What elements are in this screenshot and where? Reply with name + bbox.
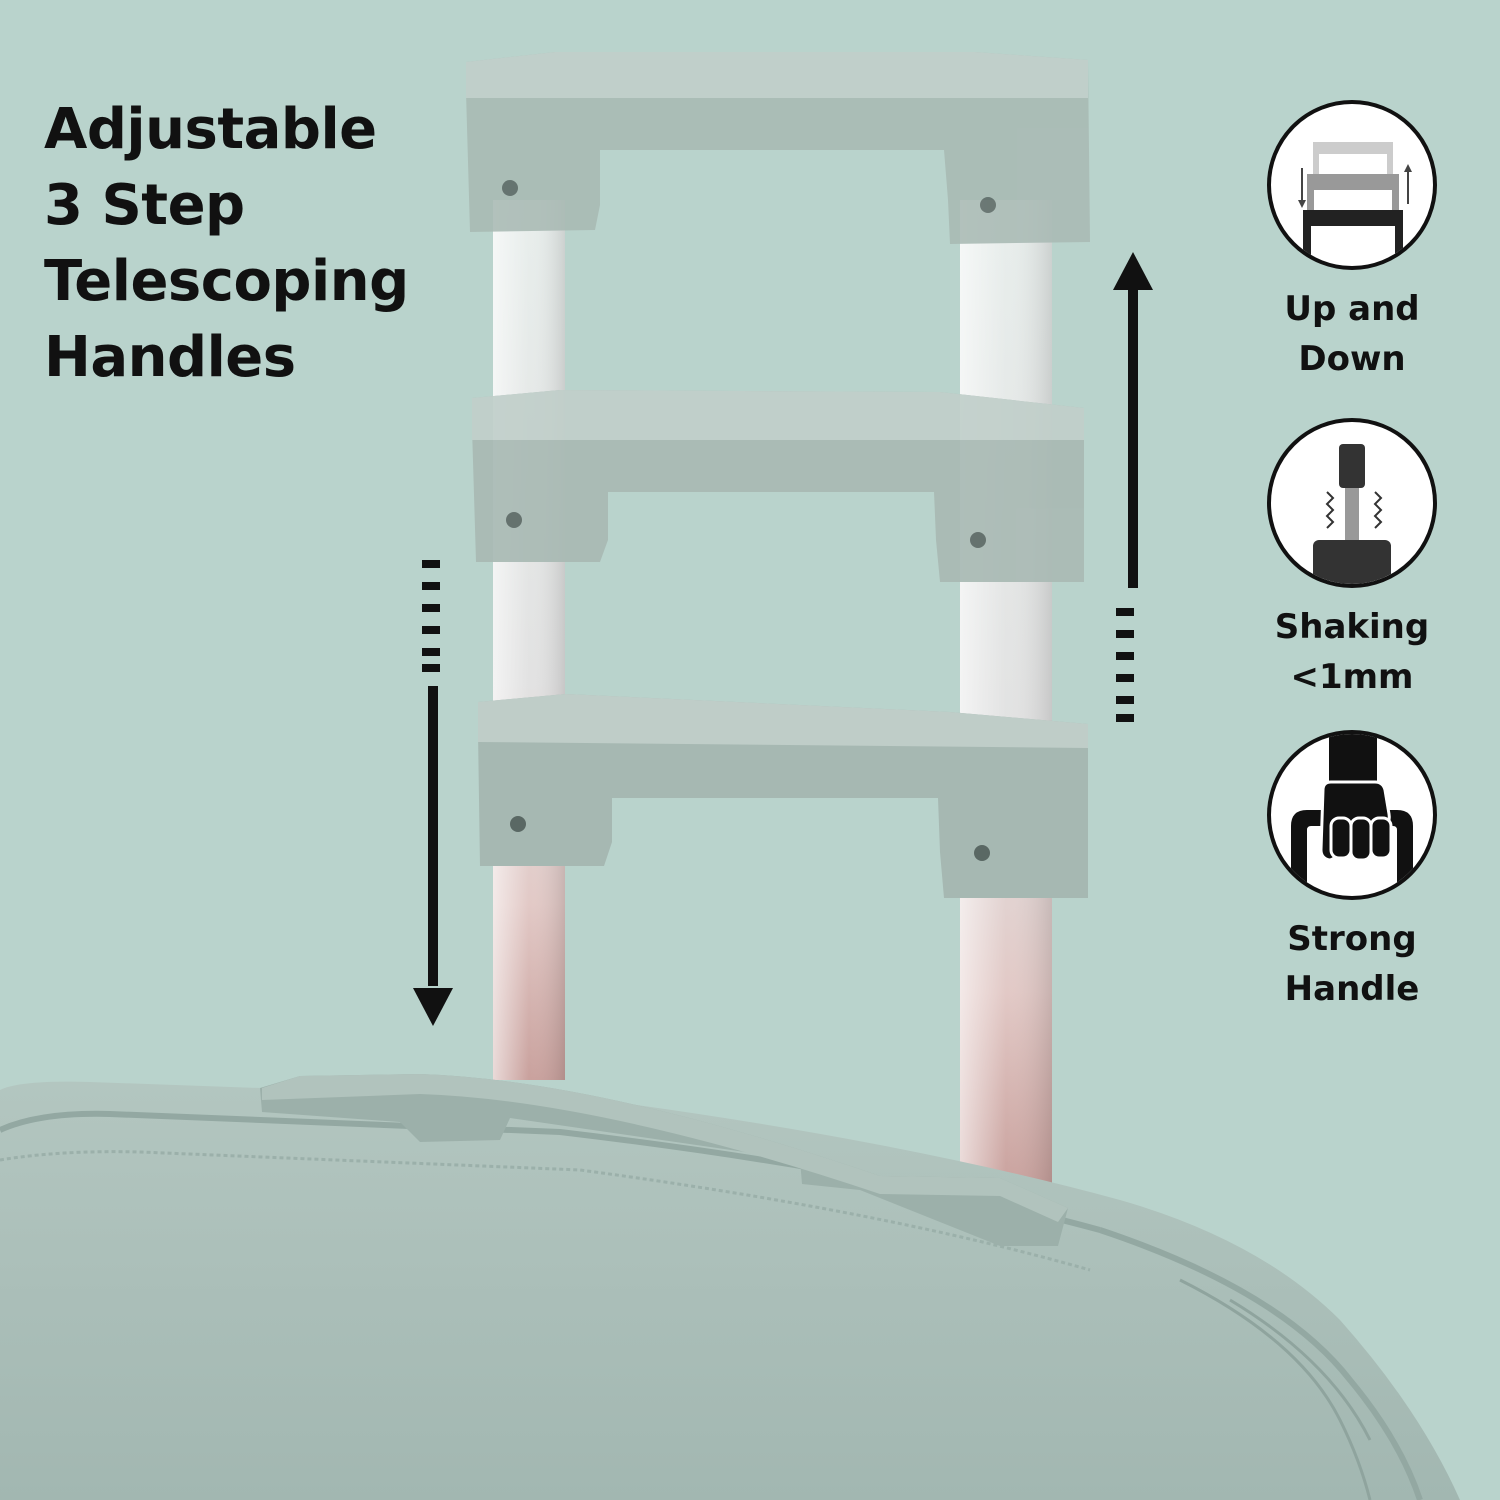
feature-label-line-2: Down: [1298, 339, 1406, 379]
shaking-spring-icon: [1267, 418, 1437, 588]
left-rod: [493, 200, 565, 1080]
feature-label: Up and Down: [1262, 284, 1442, 384]
feature-label-line-1: Strong: [1287, 919, 1417, 959]
headline-line-3: Telescoping: [44, 249, 409, 314]
carry-handle: [260, 1074, 1068, 1246]
handle-step-top: [466, 52, 1090, 244]
hand-grip-icon: [1267, 730, 1437, 900]
feature-label: Shaking <1mm: [1262, 602, 1442, 702]
headline-line-4: Handles: [44, 325, 296, 390]
feature-up-and-down: Up and Down: [1262, 100, 1442, 384]
up-down-handle-icon: [1267, 100, 1437, 270]
headline-line-2: 3 Step: [44, 173, 245, 238]
feature-strong-handle: Strong Handle: [1262, 730, 1442, 1014]
feature-label-line-1: Up and: [1284, 289, 1420, 329]
feature-label-line-1: Shaking: [1274, 607, 1430, 647]
headline: Adjustable 3 Step Telescoping Handles: [44, 92, 409, 396]
down-arrow-icon: [413, 560, 453, 1026]
headline-line-1: Adjustable: [44, 97, 377, 162]
feature-label-line-2: <1mm: [1290, 657, 1414, 697]
feature-label: Strong Handle: [1262, 914, 1442, 1014]
handle-step-middle: [472, 390, 1084, 582]
feature-shaking: Shaking <1mm: [1262, 418, 1442, 702]
right-rod: [960, 200, 1052, 1190]
feature-label-line-2: Handle: [1284, 969, 1420, 1009]
up-arrow-icon: [1113, 252, 1153, 722]
handle-step-bottom: [478, 694, 1088, 898]
